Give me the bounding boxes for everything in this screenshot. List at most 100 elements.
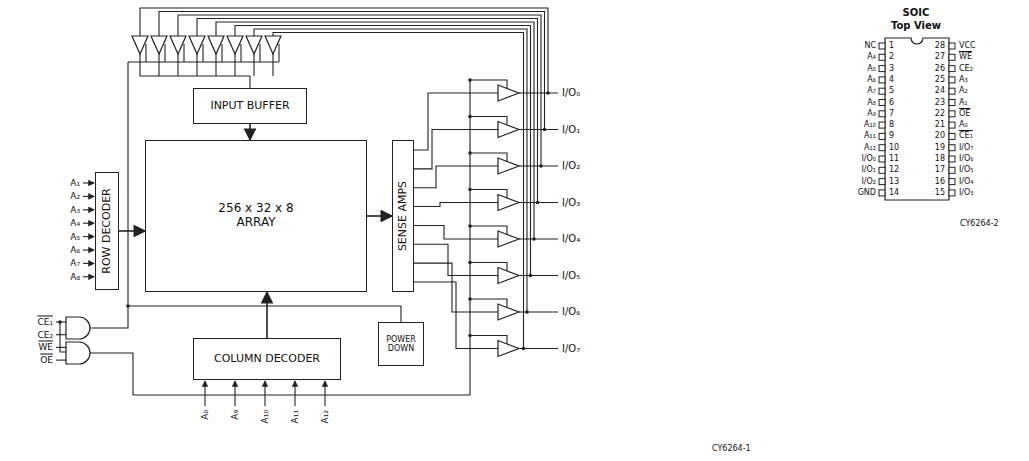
power-down-line [128, 306, 401, 322]
pin-number: 26 [935, 65, 945, 73]
tristate-buffer [498, 85, 519, 101]
pin-name: A₁ [959, 99, 968, 107]
tristate-buffer [498, 231, 519, 247]
junction-dot [536, 201, 540, 205]
address-line [294, 381, 295, 406]
pin-stub [949, 156, 955, 162]
enable-line [202, 44, 203, 62]
pin-number: 4 [889, 76, 894, 84]
io-line [519, 275, 558, 276]
io-signal: I/O₁ [562, 125, 580, 135]
control-signal: CE₁ [37, 318, 53, 327]
address-input: A₁₂ [321, 410, 330, 423]
address-line [83, 182, 94, 183]
address-line [83, 276, 94, 277]
pin-number: 14 [889, 189, 899, 197]
enable-line [221, 44, 222, 62]
pin-stub [879, 100, 885, 106]
junction-dot [543, 128, 547, 132]
pin-name: CE₁ [959, 132, 973, 140]
memory-array-box: 256 x 32 x 8 ARRAY [145, 140, 367, 292]
package-outline [885, 38, 949, 200]
pin-name: A₀ [959, 121, 968, 129]
data-line [215, 54, 216, 76]
io-line [519, 129, 558, 130]
junction-dot [468, 261, 472, 265]
data-flow-arrow [119, 230, 145, 232]
io-feedback-line [140, 8, 548, 93]
pin-name: I/O₀ [861, 155, 876, 163]
data-line [196, 54, 197, 76]
pin-stub [949, 122, 955, 128]
io-signal: I/O₇ [562, 344, 580, 354]
pin-stub [879, 43, 885, 49]
control-line [56, 334, 66, 335]
address-input: A₀ [201, 410, 210, 420]
block-label: COLUMN DECODER [214, 353, 320, 366]
pin-number: 16 [935, 178, 945, 186]
pin-number: 17 [935, 166, 945, 174]
tristate-buffer [170, 36, 186, 54]
address-line [324, 381, 325, 406]
tristate-buffer [498, 304, 519, 320]
io-line [519, 238, 558, 239]
tristate-buffer [498, 341, 519, 357]
pin-stub [949, 43, 955, 49]
pin-stub [949, 88, 955, 94]
decoder-box: ROW DECODER [95, 172, 119, 290]
tristate-buffer [151, 36, 167, 54]
address-input: A₄ [70, 219, 80, 228]
data-line [272, 54, 273, 76]
pin-name: NC [864, 42, 876, 50]
junction-dot [529, 274, 533, 278]
pin-stub [879, 122, 885, 128]
enable-line [183, 44, 184, 62]
sense-amp-box: SENSE AMPS [392, 140, 414, 292]
pin-name: A₅ [867, 65, 876, 73]
block-label: SENSE AMPS [397, 181, 410, 251]
data-flow-arrow [266, 292, 268, 338]
pin-name: A₁₁ [864, 132, 876, 140]
control-signal: OE [40, 356, 53, 365]
address-line [83, 209, 94, 210]
address-line [234, 381, 235, 406]
io-signal: I/O₂ [562, 161, 580, 171]
io-signal: I/O₃ [562, 198, 580, 208]
pin-stub [949, 167, 955, 173]
pin-stub [879, 88, 885, 94]
pin-number: 8 [889, 121, 894, 129]
power-down-box: POWER DOWN [378, 322, 424, 366]
data-line [234, 54, 235, 76]
address-input: A₁ [70, 179, 80, 188]
pin-number: 25 [935, 76, 945, 84]
enable-line [164, 44, 165, 62]
io-signal: I/O₀ [562, 88, 580, 98]
address-line [83, 263, 94, 264]
pin-number: 10 [889, 144, 899, 152]
pin-stub [949, 77, 955, 83]
pin-number: 27 [935, 53, 945, 61]
sense-line [414, 93, 498, 150]
pin-number: 18 [935, 155, 945, 163]
address-line [83, 196, 94, 197]
address-line [83, 236, 94, 237]
data-line [158, 54, 159, 76]
data-line [177, 54, 178, 76]
enable-line [90, 80, 470, 395]
pin-stub [879, 133, 885, 139]
address-input: A₁₁ [291, 410, 300, 423]
control-line [60, 322, 66, 352]
pin-stub [949, 100, 955, 106]
tristate-buffer [498, 195, 519, 211]
tristate-buffer [227, 36, 243, 54]
control-line [56, 347, 66, 348]
figure-id: CY6264-2 [960, 220, 999, 228]
pin-number: 1 [889, 42, 894, 50]
buffer-box: INPUT BUFFER [193, 88, 307, 124]
pin-stub [949, 179, 955, 185]
tristate-buffer [189, 36, 205, 54]
io-signal: I/O₅ [562, 271, 580, 281]
decoder-box: COLUMN DECODER [193, 338, 341, 380]
pin-number: 13 [889, 178, 899, 186]
